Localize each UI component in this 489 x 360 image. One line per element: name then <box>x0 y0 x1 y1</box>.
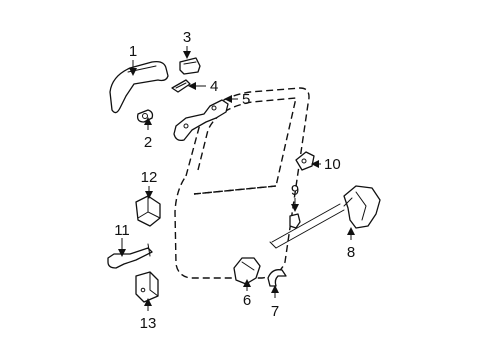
callout-12: 12 <box>141 169 158 199</box>
callout-label: 5 <box>242 91 250 108</box>
striker-bracket-part <box>295 151 315 171</box>
door-check-strap-part <box>107 243 153 269</box>
callout-label: 11 <box>114 222 130 239</box>
callout-6: 6 <box>243 279 251 309</box>
callout-label: 12 <box>141 169 158 186</box>
callout-9: 9 <box>291 182 299 212</box>
outside-handle-part <box>109 60 169 114</box>
callout-3: 3 <box>183 29 191 59</box>
callout-10: 10 <box>311 156 341 173</box>
inside-handle-part <box>233 257 261 285</box>
callout-label: 13 <box>140 315 157 332</box>
grommet-part <box>136 109 154 123</box>
callout-4: 4 <box>188 78 218 95</box>
gasket-part <box>171 79 191 93</box>
cylinder-cap-part <box>179 57 201 75</box>
door-lock-actuator-part <box>269 185 381 249</box>
callout-2: 2 <box>144 117 152 151</box>
callout-label: 10 <box>324 156 341 173</box>
callout-label: 8 <box>347 244 355 261</box>
door-check-actuator-part <box>135 195 161 227</box>
callout-1: 1 <box>129 43 137 76</box>
retaining-clip-part <box>267 269 287 287</box>
callout-label: 9 <box>291 182 299 199</box>
callout-7: 7 <box>271 285 279 320</box>
callout-label: 7 <box>271 303 279 320</box>
callout-13: 13 <box>140 298 157 332</box>
callout-11: 11 <box>114 222 130 257</box>
callout-8: 8 <box>347 227 355 261</box>
callout-label: 3 <box>183 29 191 46</box>
callout-label: 1 <box>129 43 137 60</box>
callout-label: 6 <box>243 292 251 309</box>
callout-label: 2 <box>144 134 152 151</box>
lock-clip-part <box>289 213 301 229</box>
handle-frame-part <box>173 99 229 142</box>
hinge-part <box>135 271 159 303</box>
callout-label: 4 <box>210 78 218 95</box>
callout-5: 5 <box>224 91 250 108</box>
